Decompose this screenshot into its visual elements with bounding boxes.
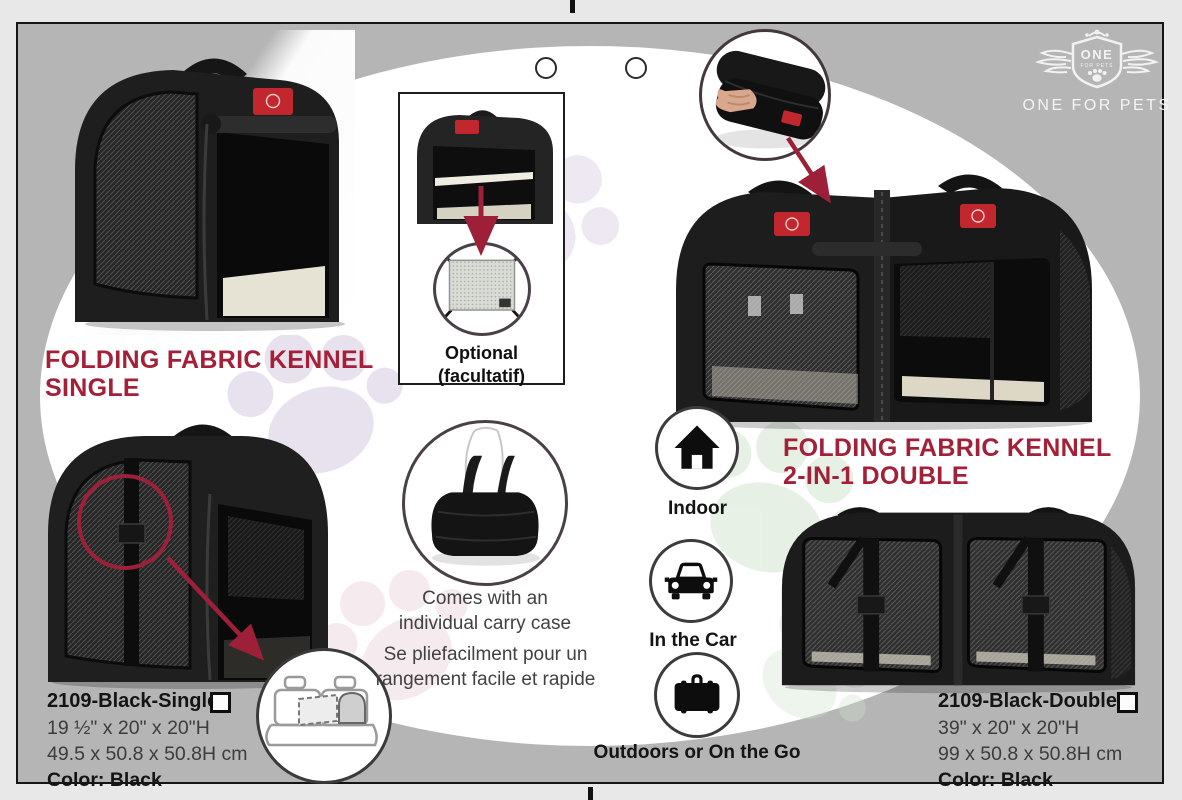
carry-case-note-en: Comes with an individual carry case (370, 586, 600, 636)
single-dimensions-in: 19 ½" x 20" x 20"H (47, 717, 210, 739)
single-kennel-side-photo (32, 398, 367, 690)
outdoors-label: Outdoors or On the Go (593, 742, 801, 763)
registration-mark-top (570, 0, 575, 13)
double-kennel-photo (662, 138, 1107, 430)
double-dimensions-in: 39" x 20" x 20"H (938, 717, 1080, 739)
double-kennel-side-image (781, 507, 1136, 694)
optional-label-line1: Optional (445, 343, 518, 363)
carry-note-en-line1: Comes with an (422, 588, 548, 609)
house-icon (674, 425, 720, 469)
carry-note-fr-line2: rangement facile et rapide (375, 669, 596, 690)
hand-rolling-image (715, 50, 826, 149)
car-icon-circle (649, 539, 733, 623)
registration-mark-bottom (588, 787, 593, 800)
carry-case-photo (402, 420, 568, 586)
double-sku: 2109-Black-Double (938, 690, 1117, 712)
double-color: Color: Black (938, 769, 1053, 791)
optional-callout-box: Optional (facultatif) (398, 92, 565, 386)
double-kennel-image (676, 174, 1092, 430)
hammock-pad-image (438, 248, 526, 326)
spec-single: 2109-Black-Single 19 ½" x 20" x 20"H 49.… (47, 688, 248, 794)
single-dimensions-cm: 49.5 x 50.8 x 50.8H cm (47, 743, 248, 765)
single-kennel-image (75, 58, 345, 331)
single-checkbox[interactable] (210, 692, 231, 713)
optional-kennel-image (416, 110, 553, 224)
logo-shield-sub: FOR PETS (1080, 63, 1113, 69)
indoor-icon-circle (655, 406, 739, 490)
single-color: Color: Black (47, 769, 162, 791)
spec-double: 2109-Black-Double 39" x 20" x 20"H 99 x … (938, 688, 1122, 794)
brand-wordmark: ONE FOR PETS (1022, 97, 1172, 114)
title-double: FOLDING FABRIC KENNEL 2-IN-1 DOUBLE (783, 434, 1112, 490)
double-dimensions-cm: 99 x 50.8 x 50.8H cm (938, 743, 1123, 765)
title-double-line2: 2-IN-1 DOUBLE (783, 462, 969, 490)
logo-paw-icon (1088, 69, 1107, 82)
circle-marker-left (535, 57, 557, 79)
single-kennel-photo (55, 30, 355, 335)
title-single: FOLDING FABRIC KENNEL SINGLE (45, 346, 374, 402)
double-checkbox[interactable] (1117, 692, 1138, 713)
hammock-pad-photo (433, 242, 531, 336)
title-single-line2: SINGLE (45, 374, 140, 402)
car-seat-image (265, 675, 378, 747)
brand-logo-icon: ONE FOR PETS (1034, 29, 1160, 89)
brand-logo: ONE FOR PETS ONE FOR PETS (1022, 28, 1172, 115)
indoor-label: Indoor (667, 498, 728, 519)
car-icon (664, 562, 718, 600)
double-kennel-side-photo (772, 490, 1144, 695)
in-the-car-label: In the Car (649, 630, 737, 651)
carry-note-fr-line1: Se pliefacilment pour un (383, 644, 588, 665)
single-sku: 2109-Black-Single (47, 690, 219, 712)
logo-shield-word: ONE (1081, 47, 1114, 62)
optional-label-line2: (facultatif) (438, 366, 525, 386)
carry-note-en-line2: individual carry case (398, 613, 572, 634)
carry-case-note-fr: Se pliefacilment pour un rangement facil… (358, 642, 613, 692)
title-double-line1: FOLDING FABRIC KENNEL (783, 434, 1112, 462)
single-kennel-side-image (48, 424, 332, 689)
title-single-line1: FOLDING FABRIC KENNEL (45, 346, 374, 374)
car-seat-illustration (256, 648, 392, 784)
circle-marker-right (625, 57, 647, 79)
outdoors-icon-circle (654, 652, 740, 738)
carry-case-image (431, 426, 540, 566)
suitcase-icon (674, 674, 720, 714)
